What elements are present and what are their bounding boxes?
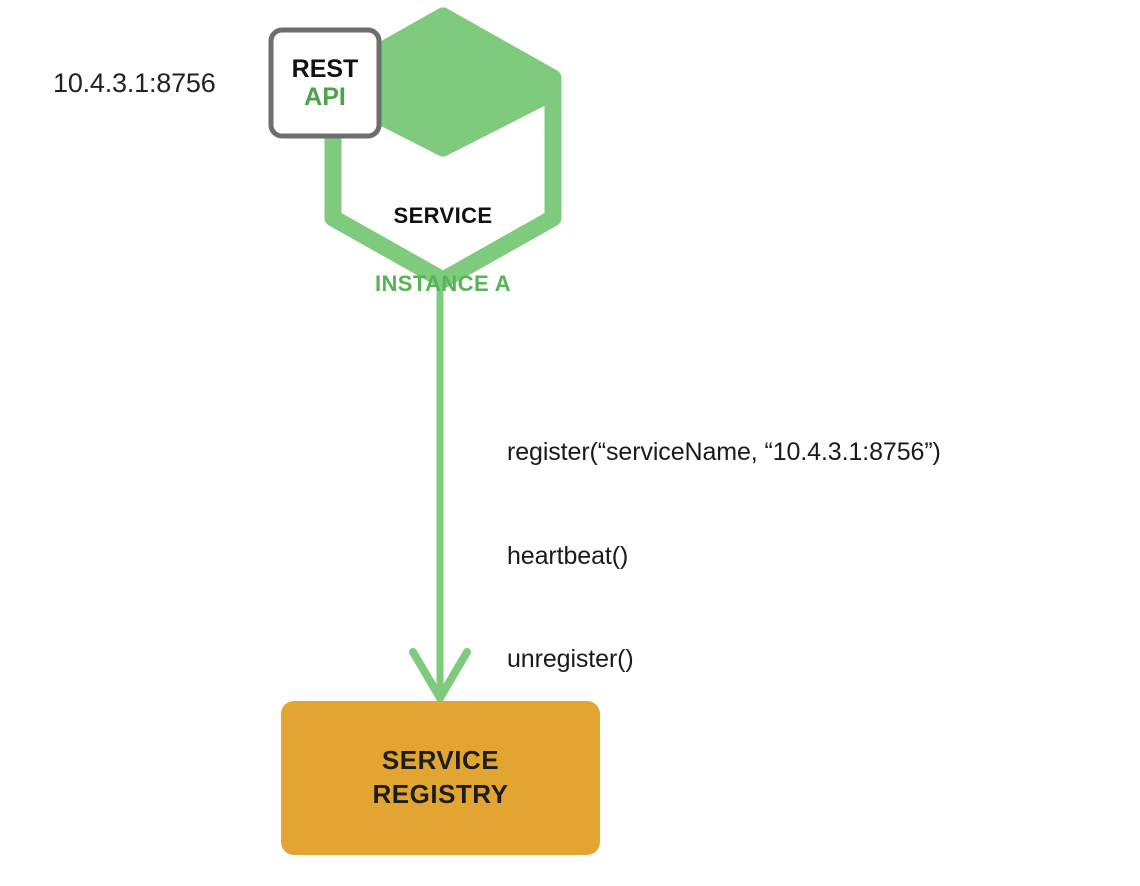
rest-api-line-1: REST (291, 55, 359, 83)
service-registry-line-2: REGISTRY (372, 779, 509, 809)
service-registry-label: SERVICE REGISTRY (281, 701, 600, 855)
registry-call-unregister: unregister() (507, 645, 634, 673)
rest-api-line-2: API (304, 83, 346, 111)
ip-address-label: 10.4.3.1:8756 (53, 68, 216, 98)
rest-api-box[interactable] (268, 27, 382, 139)
service-instance-line-1: SERVICE (393, 203, 493, 228)
service-instance-label: SERVICE INSTANCE A (343, 162, 543, 337)
registry-calls-label: register(“serviceName, “10.4.3.1:8756”) … (507, 366, 941, 746)
service-instance-line-2: INSTANCE A (375, 270, 511, 296)
registry-connector-arrowhead (409, 648, 471, 702)
service-registry-line-1: SERVICE (381, 745, 500, 776)
registry-call-register: register(“serviceName, “10.4.3.1:8756”) (507, 438, 941, 466)
rest-api-box-label: REST API (271, 30, 379, 136)
service-registry-box[interactable] (281, 701, 600, 855)
registry-call-heartbeat: heartbeat() (507, 541, 629, 570)
